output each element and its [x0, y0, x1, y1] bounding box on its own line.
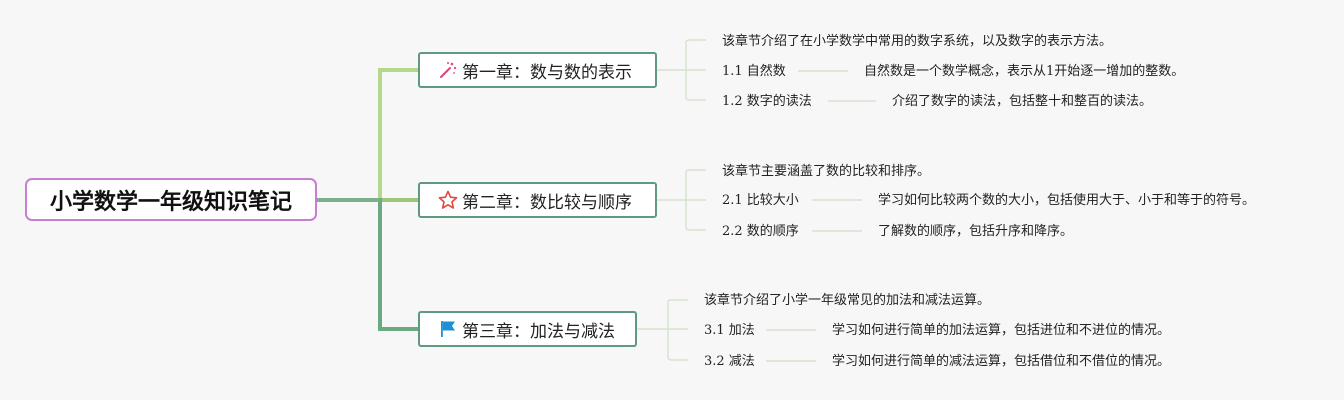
root-title: 小学数学一年级知识笔记: [49, 189, 292, 215]
section-1-2-desc: 介绍了数字的读法，包括整十和整百的读法。: [892, 94, 1153, 109]
section-3-1-label[interactable]: 3.1 加法: [704, 323, 755, 338]
section-2-2-desc: 了解数的顺序，包括升序和降序。: [878, 224, 1074, 239]
chapter-3-summary: 该章节介绍了小学一年级常见的加法和减法运算。: [704, 293, 991, 308]
flag-icon: [438, 319, 458, 339]
section-1-2-label[interactable]: 1.2 数字的读法: [722, 94, 812, 109]
chapter-3-node[interactable]: 第三章：加法与减法: [418, 311, 637, 347]
section-1-1-desc: 自然数是一个数学概念，表示从1开始逐一增加的整数。: [864, 64, 1185, 79]
chapter-2-node[interactable]: 第二章：数比较与顺序: [418, 182, 657, 218]
section-3-2-label[interactable]: 3.2 减法: [704, 354, 755, 369]
chapter-1-node[interactable]: 第一章：数与数的表示: [418, 52, 657, 88]
section-2-1-desc: 学习如何比较两个数的大小，包括使用大于、小于和等于的符号。: [878, 193, 1256, 208]
chapter-1-summary: 该章节介绍了在小学数学中常用的数字系统，以及数字的表示方法。: [722, 34, 1113, 49]
chapter-1-label: 第一章：数与数的表示: [462, 62, 632, 83]
section-2-2-label[interactable]: 2.2 数的顺序: [722, 224, 799, 239]
chapter-2-summary: 该章节主要涵盖了数的比较和排序。: [722, 164, 931, 179]
magic-wand-icon: [438, 60, 458, 80]
root-topic[interactable]: 小学数学一年级知识笔记: [25, 178, 317, 221]
section-3-2-desc: 学习如何进行简单的减法运算，包括借位和不借位的情况。: [832, 354, 1171, 369]
chapter-2-label: 第二章：数比较与顺序: [462, 192, 632, 213]
star-icon: [438, 190, 458, 210]
section-1-1-label[interactable]: 1.1 自然数: [722, 64, 786, 79]
section-3-1-desc: 学习如何进行简单的加法运算，包括进位和不进位的情况。: [832, 323, 1171, 338]
chapter-3-label: 第三章：加法与减法: [462, 321, 615, 342]
section-2-1-label[interactable]: 2.1 比较大小: [722, 193, 799, 208]
